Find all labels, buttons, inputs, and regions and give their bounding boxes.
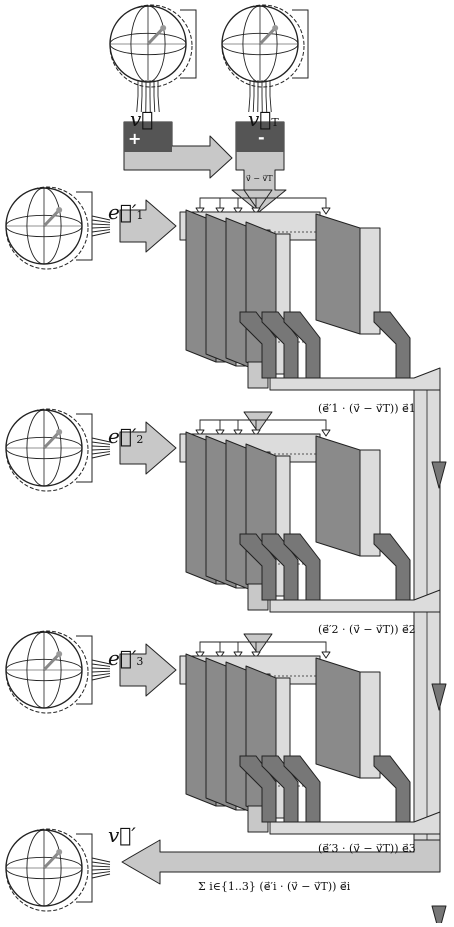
output-sphere-wire (92, 869, 110, 870)
stage-3-basis-sphere-vector-tip (56, 651, 62, 657)
sphere-v-vector-tip (160, 25, 166, 31)
stage-2-layer-side (316, 436, 360, 556)
output-sphere-wire (92, 858, 110, 862)
projection-formula-3: (e⃗′3 · (v⃗ − v⃗T)) e⃗3 (318, 842, 416, 855)
basis-label-2: e⃗′2 (108, 424, 143, 448)
sphere-v-wire (154, 80, 155, 112)
stage-3-bus-arrowhead (432, 906, 446, 923)
output-v-prime-label: v⃗′ (108, 823, 136, 847)
stage-1-tap-arrow (322, 208, 330, 214)
stage-1-output-leg (374, 312, 410, 378)
output-sphere-wire (92, 862, 110, 864)
stage-3-tap-arrow (322, 652, 330, 658)
output-sphere-wire (92, 872, 110, 874)
stage-3-basis-sphere-wire (92, 674, 110, 676)
stage-1-basis-sphere-vector-tip (56, 207, 62, 213)
stage-2-diff-triangle (244, 412, 272, 432)
stage-2-basis-sphere-wire (92, 454, 110, 458)
stage-1-basis-sphere-wire (92, 224, 110, 225)
stage-3-basis-sphere-wire (92, 671, 110, 672)
stage-1-layer-side (316, 214, 360, 334)
stage-1-basis-sphere-wire (92, 230, 110, 232)
output-sphere-wire (92, 866, 110, 867)
difference-label: v⃗ − v⃗T (246, 174, 273, 183)
output-sphere-wire (92, 874, 110, 878)
output-sphere-vector-tip (56, 849, 62, 855)
stage-2-tap-line (258, 420, 326, 430)
projection-formula-2: (e⃗′2 · (v⃗ − v⃗T)) e⃗2 (318, 623, 416, 636)
plus-sign: + (128, 129, 141, 148)
stage-2-basis-sphere (6, 409, 110, 491)
stage-3-layer-side (316, 658, 360, 778)
basis-label-3: e⃗′3 (108, 646, 143, 670)
stage-3-tap-line (258, 642, 326, 652)
output-sphere (6, 829, 110, 911)
projection-formula-1: (e⃗′1 · (v⃗ − v⃗T)) e⃗1 (318, 402, 416, 415)
stage-3-tap-line (200, 642, 258, 652)
stage-2-basis-sphere-vector-tip (56, 429, 62, 435)
stage-2-tap-line (200, 420, 258, 430)
stage-1-basis-sphere (6, 187, 110, 269)
stage-1-basis-sphere-wire (92, 227, 110, 228)
stage-3-diff-triangle (244, 634, 272, 654)
stage-2-basis-sphere-wire (92, 449, 110, 450)
stage-3-output-leg (374, 756, 410, 822)
sphere-v-wire (158, 80, 159, 112)
input-v-label: v⃗ (130, 107, 153, 131)
minus-sign: - (258, 128, 265, 147)
stage-2-tap-arrow (322, 430, 330, 436)
stage-1-basis-sphere-wire (92, 232, 110, 236)
sum-formula: Σ i∈{1..3} (e⃗′i · (v⃗ − v⃗T)) e⃗i (198, 880, 350, 893)
stage-3-basis-sphere-wire (92, 676, 110, 680)
sphere-vt (222, 5, 308, 112)
stage-2-output-leg (374, 534, 410, 600)
sphere-v (110, 5, 196, 112)
stage-2-basis-sphere-wire (92, 452, 110, 454)
basis-label-1: e⃗′1 (108, 200, 143, 224)
sphere-vt-vector-tip (272, 25, 278, 31)
stage-3-basis-sphere (6, 631, 110, 713)
